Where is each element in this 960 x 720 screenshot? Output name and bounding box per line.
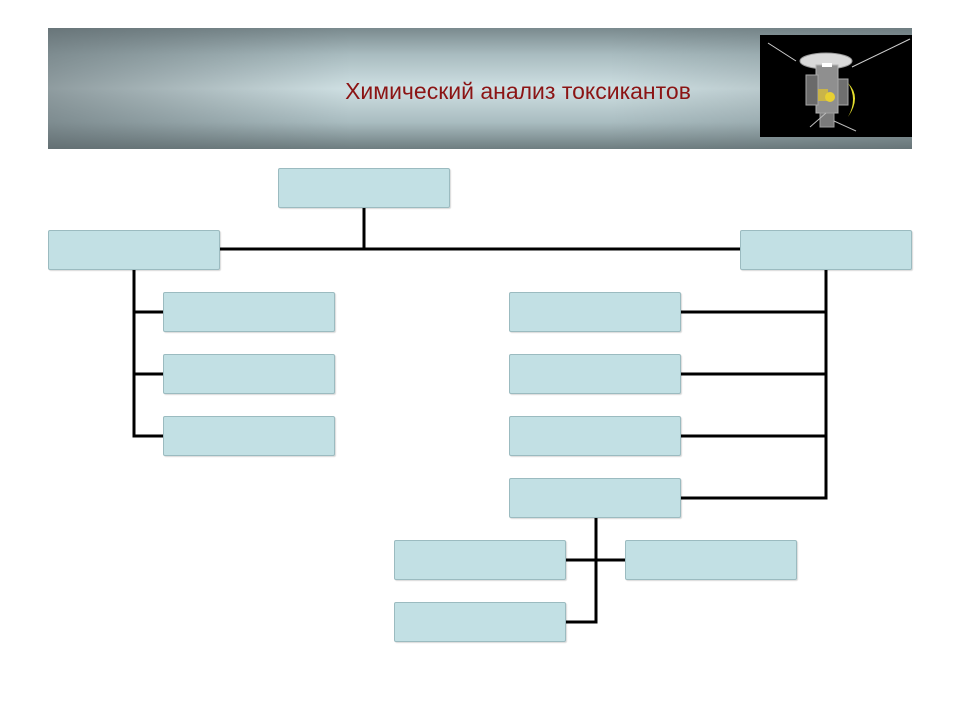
node-sub-child-3 bbox=[394, 602, 566, 642]
node-right-branch bbox=[740, 230, 912, 270]
node-right-child-4 bbox=[509, 478, 681, 518]
node-right-child-3 bbox=[509, 416, 681, 456]
node-left-child-2 bbox=[163, 354, 335, 394]
title-banner: Химический анализ токсикантов bbox=[48, 28, 912, 149]
slide-title: Химический анализ токсикантов bbox=[345, 78, 691, 104]
node-left-child-3 bbox=[163, 416, 335, 456]
node-root bbox=[278, 168, 450, 208]
spacecraft-icon bbox=[760, 35, 912, 137]
spacecraft-image bbox=[760, 35, 912, 137]
node-sub-child-1 bbox=[394, 540, 566, 580]
node-left-branch bbox=[48, 230, 220, 270]
node-sub-child-2 bbox=[625, 540, 797, 580]
node-left-child-1 bbox=[163, 292, 335, 332]
node-right-child-2 bbox=[509, 354, 681, 394]
node-right-child-1 bbox=[509, 292, 681, 332]
